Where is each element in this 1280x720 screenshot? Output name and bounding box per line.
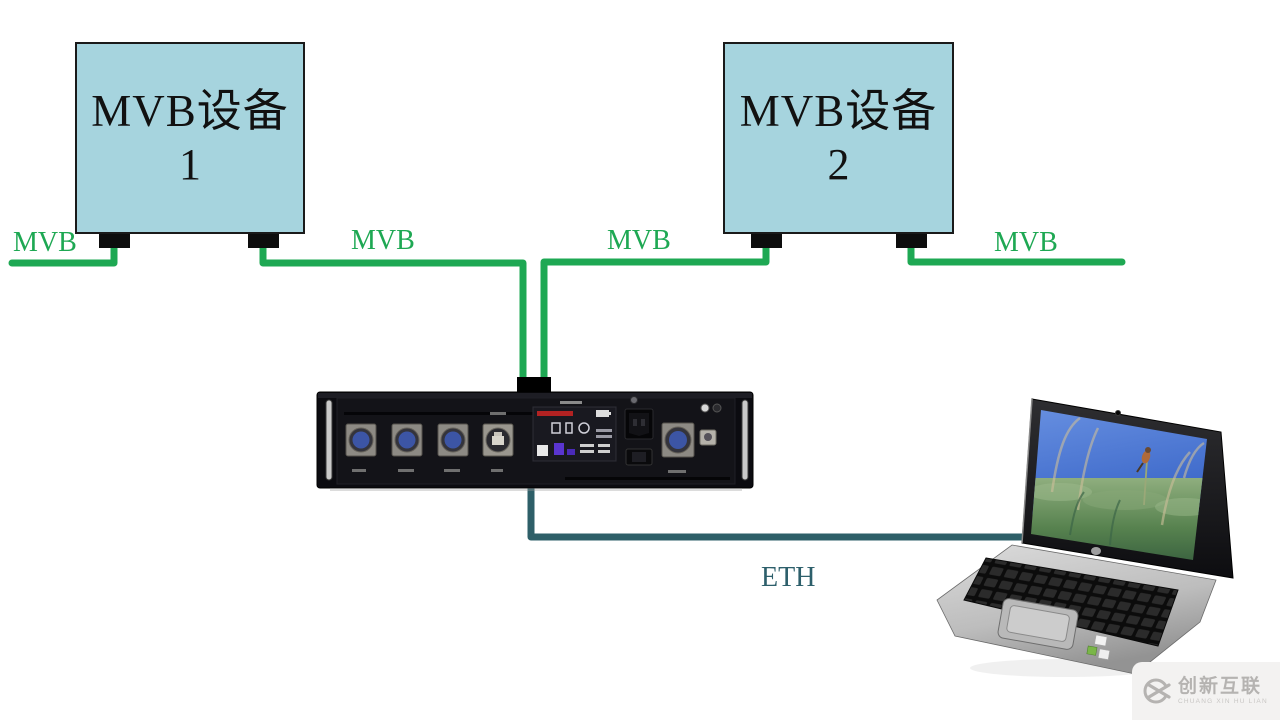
node-mvb-device-2: MVB设备 2 <box>723 42 954 234</box>
power-inlet <box>624 396 654 440</box>
left-rack-handle <box>325 399 333 481</box>
laptop-computer <box>936 398 1234 677</box>
round-connector-3 <box>437 423 469 457</box>
mvb-analyzer-device <box>316 391 754 491</box>
label-mvb-mid-left: MVB <box>351 225 415 256</box>
watermark: 创新互联 CHUANG XIN HU LIAN <box>1132 662 1280 720</box>
label-mvb-mid-right: MVB <box>607 225 671 256</box>
node-mvb-device-1: MVB设备 1 <box>75 42 305 234</box>
small-metal-connector <box>699 429 717 446</box>
right-rack-handle <box>741 399 749 481</box>
laptop-screen-wallpaper <box>1031 410 1207 560</box>
laptop-stickers <box>1086 634 1110 660</box>
laptop-keyboard <box>963 557 1179 647</box>
watermark-name: 创新互联 <box>1178 675 1263 697</box>
node-title: MVB设备 <box>91 86 289 137</box>
aux-jack-dark <box>712 403 722 413</box>
device2-right-port <box>896 234 927 248</box>
device2-left-port <box>751 234 782 248</box>
label-mvb-far-right: MVB <box>994 227 1058 258</box>
round-connector-2 <box>391 423 423 457</box>
device-display-screen <box>532 406 617 462</box>
laptop-brand-logo <box>1091 547 1101 555</box>
round-connector-right <box>661 422 695 458</box>
node-number: 2 <box>827 139 850 189</box>
eth-line <box>527 487 1063 541</box>
laptop-touchpad <box>997 598 1079 650</box>
device1-left-port <box>99 234 130 248</box>
node-number: 1 <box>179 139 201 189</box>
webcam <box>1115 410 1121 416</box>
aux-jack-light <box>700 403 710 413</box>
watermark-logo <box>1143 678 1172 704</box>
round-connector-1 <box>345 423 377 457</box>
mvb-junction-connector <box>517 377 551 392</box>
power-switch <box>625 448 653 466</box>
mvb-bus-line-device1-to-junction <box>259 241 527 387</box>
mvb-bus-line-junction-to-device2 <box>540 241 770 387</box>
node-title: MVB设备 <box>739 86 938 137</box>
device1-right-port <box>248 234 279 248</box>
data-port-connector <box>482 423 514 457</box>
label-mvb-far-left: MVB <box>13 227 77 258</box>
label-eth: ETH <box>761 562 816 593</box>
mvb-bus-line-far-left <box>8 241 118 267</box>
mvb-bus-line-far-right <box>907 241 1126 266</box>
watermark-subtitle: CHUANG XIN HU LIAN <box>1178 697 1268 705</box>
